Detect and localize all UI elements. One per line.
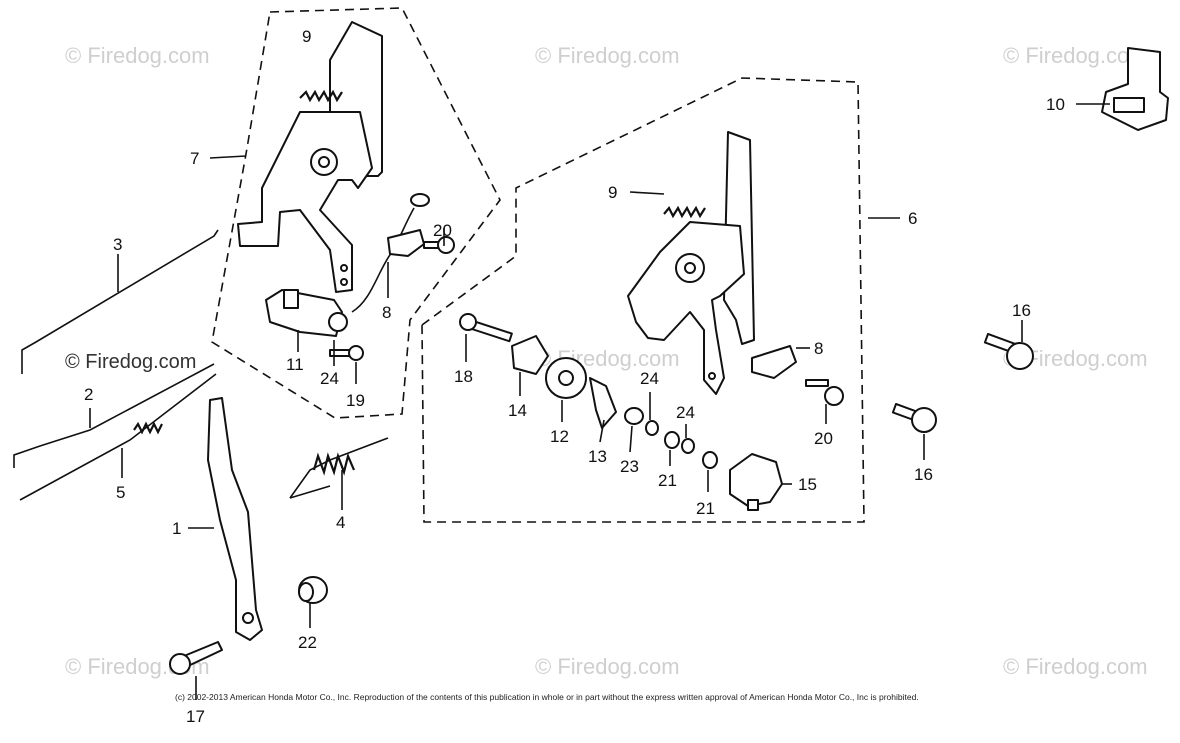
watermark-bottom-right: © Firedog.com bbox=[1003, 654, 1148, 679]
callout-17: 17 bbox=[186, 707, 205, 726]
spring-washer-24a bbox=[645, 420, 659, 436]
bolt-17 bbox=[169, 641, 223, 675]
callout-21-lower: 21 bbox=[696, 499, 715, 518]
callout-7: 7 bbox=[190, 149, 199, 168]
callout-20-right: 20 bbox=[814, 429, 833, 448]
control-base-6 bbox=[627, 131, 755, 395]
callout-13: 13 bbox=[588, 447, 607, 466]
callout-4: 4 bbox=[336, 513, 345, 532]
wire-clamp-8-left bbox=[387, 229, 425, 257]
governor-arm-assembly-7 bbox=[237, 21, 383, 293]
stop-switch-11 bbox=[265, 289, 348, 337]
callout-5: 5 bbox=[116, 483, 125, 502]
rod-5 bbox=[19, 373, 217, 501]
callout-8-right: 8 bbox=[814, 339, 823, 358]
watermark-top-left: © Firedog.com bbox=[65, 43, 210, 68]
callout-10: 10 bbox=[1046, 95, 1065, 114]
bushing-22 bbox=[298, 576, 328, 604]
knob-12 bbox=[545, 357, 587, 399]
callout-1: 1 bbox=[172, 519, 181, 538]
bracket-10 bbox=[1101, 47, 1169, 131]
control-knob-15 bbox=[729, 453, 783, 511]
governor-spring-9-upper bbox=[299, 89, 343, 103]
callout-23: 23 bbox=[620, 457, 639, 476]
callout-20-left: 20 bbox=[433, 221, 452, 240]
callout-3: 3 bbox=[113, 235, 122, 254]
callout-16-upper: 16 bbox=[1012, 301, 1031, 320]
callout-24-left: 24 bbox=[320, 369, 339, 388]
governor-arm-1 bbox=[207, 397, 263, 641]
bolt-16-upper bbox=[983, 333, 1034, 370]
throttle-rod-3 bbox=[21, 229, 219, 374]
left-assembly-boundary bbox=[211, 7, 501, 419]
wire-clamp-8-right bbox=[751, 345, 797, 379]
callout-15: 15 bbox=[798, 475, 817, 494]
right-assembly-boundary bbox=[421, 77, 865, 523]
watermark-mid-left: © Firedog.com bbox=[65, 351, 196, 373]
rod-spring-5 bbox=[133, 421, 163, 435]
screw-19 bbox=[329, 345, 364, 361]
callout-2: 2 bbox=[84, 385, 93, 404]
callout-22: 22 bbox=[298, 633, 317, 652]
copyright-notice: (c) 2002-2013 American Honda Motor Co., … bbox=[175, 692, 919, 702]
bolt-16-lower bbox=[891, 403, 937, 433]
lever-13 bbox=[589, 377, 617, 429]
callout-9-right: 9 bbox=[608, 183, 617, 202]
screw-20-right bbox=[805, 379, 844, 406]
callout-19: 19 bbox=[346, 391, 365, 410]
screw-20-left bbox=[423, 236, 455, 254]
callout-16-lower: 16 bbox=[914, 465, 933, 484]
governor-rod-2 bbox=[13, 363, 215, 468]
callout-8-left: 8 bbox=[382, 303, 391, 322]
watermark-top-right: © Firedog.com bbox=[1003, 43, 1148, 68]
callout-18: 18 bbox=[454, 367, 473, 386]
callout-6: 6 bbox=[908, 209, 917, 228]
leader-lines bbox=[89, 103, 1110, 700]
bolt-18 bbox=[459, 313, 513, 343]
callout-11: 11 bbox=[286, 355, 304, 374]
governor-spring-9-right bbox=[663, 205, 706, 219]
callout-9-upper: 9 bbox=[302, 27, 311, 46]
callout-21-upper: 21 bbox=[658, 471, 677, 490]
nut-21a bbox=[664, 431, 680, 449]
washer-23 bbox=[624, 407, 644, 425]
nut-21b bbox=[702, 451, 718, 469]
watermark-bottom-center: © Firedog.com bbox=[535, 654, 680, 679]
watermark-top-center: © Firedog.com bbox=[535, 43, 680, 68]
spring-washer-24b bbox=[681, 438, 695, 454]
collar-14 bbox=[511, 335, 549, 375]
callout-24-right: 24 bbox=[676, 403, 695, 422]
callout-24-mid: 24 bbox=[640, 369, 659, 388]
callout-14: 14 bbox=[508, 401, 527, 420]
callout-12: 12 bbox=[550, 427, 569, 446]
spring-4 bbox=[289, 437, 389, 499]
